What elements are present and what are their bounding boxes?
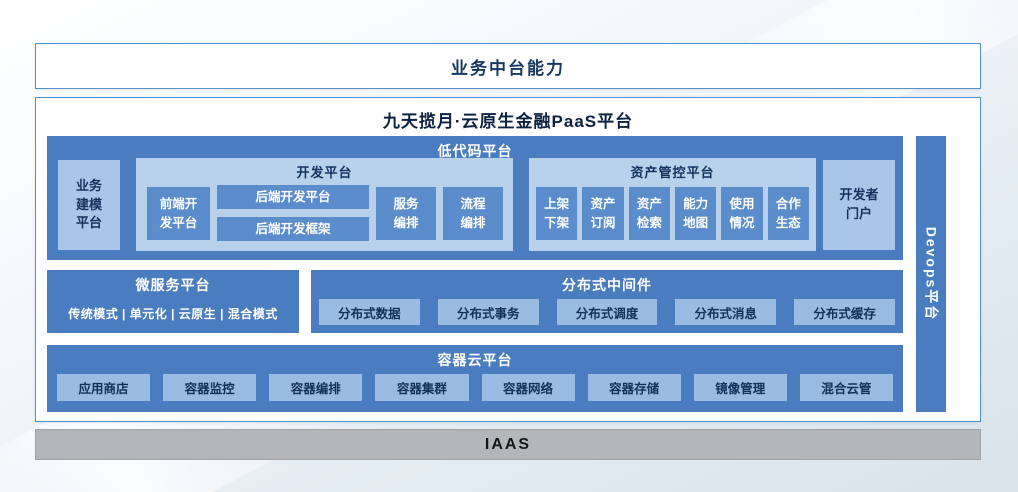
dev-platform-title: 开发平台 — [296, 165, 353, 180]
asset-onoff-shelf-box: 上架下架 — [536, 187, 578, 240]
distributed-middleware-section: 分布式中间件 分布式数据 分布式事务 分布式调度 分布式消息 分布式缓存 — [311, 270, 903, 333]
dev-platform-group: 开发平台 前端开发平台 后端开发平台 后端开发框架 服务编排 流程编排 — [136, 158, 513, 251]
microservice-platform-title: 微服务平台 — [135, 277, 211, 293]
lowcode-platform-section: 低代码平台 业务建模平台 开发平台 前端开发平台 后端开发平台 后端开发框架 服… — [47, 136, 903, 260]
distributed-messaging-box: 分布式消息 — [675, 299, 777, 325]
asset-control-items-row: 上架下架 资产订阅 资产检索 能力地图 使用情况 合作生态 — [536, 187, 809, 240]
paas-platform-title: 九天揽月·云原生金融PaaS平台 — [382, 112, 634, 131]
middleware-items-row: 分布式数据 分布式事务 分布式调度 分布式消息 分布式缓存 — [319, 299, 895, 325]
process-orchestration-box: 流程编排 — [443, 187, 503, 240]
developer-portal-box: 开发者门户 — [823, 160, 895, 250]
service-orchestration-box: 服务编排 — [376, 187, 436, 240]
devops-platform-bar: Devops平台 — [916, 136, 946, 412]
container-storage-box: 容器存储 — [587, 374, 681, 401]
capability-map-box: 能力地图 — [674, 187, 717, 240]
container-network-box: 容器网络 — [481, 374, 575, 401]
distributed-scheduling-box: 分布式调度 — [556, 299, 658, 325]
lowcode-platform-title: 低代码平台 — [437, 143, 513, 159]
container-cluster-box: 容器集群 — [375, 374, 469, 401]
business-midplatform-banner: 业务中台能力 — [35, 43, 981, 89]
backend-dev-platform-box: 后端开发平台 — [217, 185, 369, 209]
asset-control-platform-group: 资产管控平台 上架下架 资产订阅 资产检索 能力地图 使用情况 合作生态 — [529, 158, 816, 251]
distributed-data-box: 分布式数据 — [319, 299, 420, 325]
app-store-box: 应用商店 — [57, 374, 151, 401]
paas-platform-container: 九天揽月·云原生金融PaaS平台 低代码平台 业务建模平台 开发平台 前端开发平… — [35, 97, 981, 422]
image-management-box: 镜像管理 — [693, 374, 787, 401]
microservice-platform-section: 微服务平台 传统模式 | 单元化 | 云原生 | 混合模式 — [47, 270, 299, 333]
cooperation-ecosystem-box: 合作生态 — [767, 187, 809, 240]
container-monitoring-box: 容器监控 — [163, 374, 257, 401]
business-midplatform-title: 业务中台能力 — [451, 58, 565, 78]
container-cloud-title: 容器云平台 — [437, 352, 513, 368]
iaas-layer-bar: IAAS — [35, 429, 981, 460]
asset-subscription-box: 资产订阅 — [582, 187, 624, 240]
container-orchestration-box: 容器编排 — [269, 374, 363, 401]
asset-retrieval-box: 资产检索 — [628, 187, 670, 240]
frontend-dev-platform-box: 前端开发平台 — [147, 187, 210, 240]
asset-control-platform-title: 资产管控平台 — [630, 165, 715, 180]
container-cloud-items-row: 应用商店 容器监控 容器编排 容器集群 容器网络 容器存储 镜像管理 混合云管 — [57, 374, 893, 401]
devops-platform-label: Devops平台 — [923, 226, 940, 322]
iaas-label: IAAS — [484, 435, 532, 453]
backend-dev-framework-box: 后端开发框架 — [217, 217, 369, 241]
distributed-transaction-box: 分布式事务 — [437, 299, 539, 325]
distributed-cache-box: 分布式缓存 — [794, 299, 895, 325]
business-modeling-platform-box: 业务建模平台 — [58, 160, 120, 250]
distributed-middleware-title: 分布式中间件 — [562, 277, 652, 293]
container-cloud-section: 容器云平台 应用商店 容器监控 容器编排 容器集群 容器网络 容器存储 镜像管理… — [47, 345, 903, 412]
microservice-modes-text: 传统模式 | 单元化 | 云原生 | 混合模式 — [68, 307, 278, 321]
hybrid-cloud-management-box: 混合云管 — [799, 374, 893, 401]
usage-status-box: 使用情况 — [721, 187, 763, 240]
